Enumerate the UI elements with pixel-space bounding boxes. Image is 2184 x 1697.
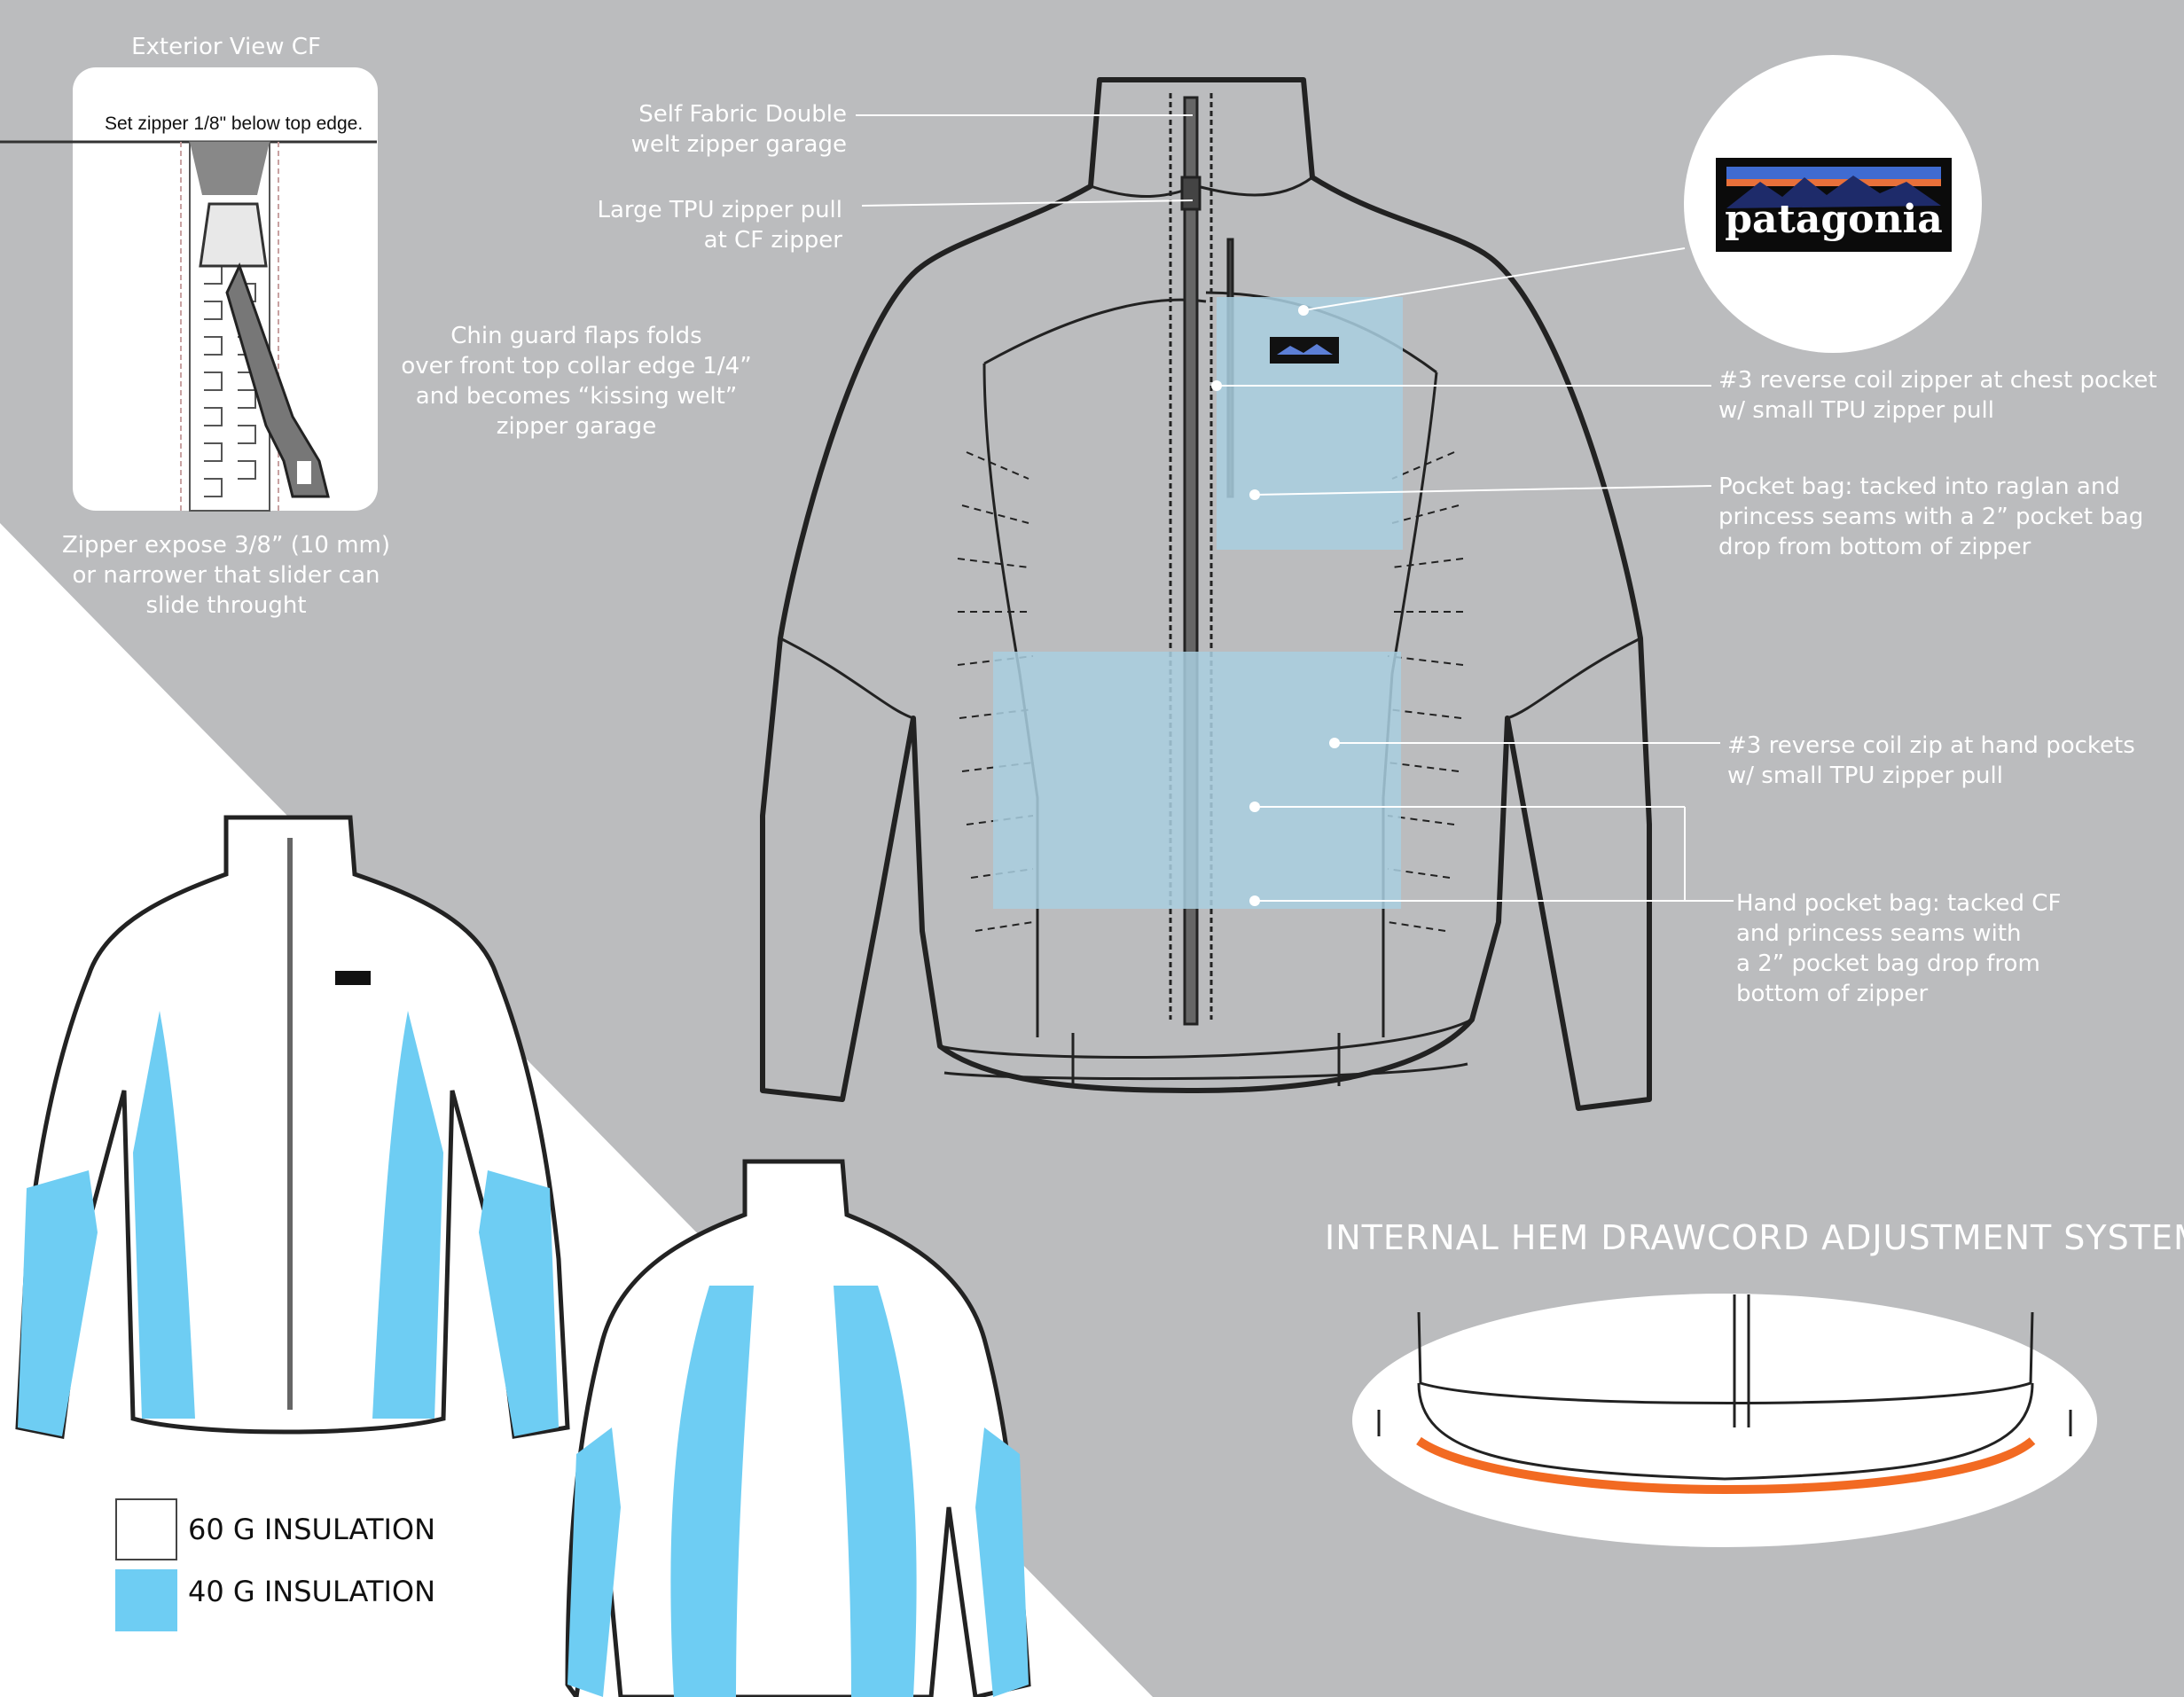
chest-pocket-bag [1217, 297, 1403, 550]
exterior-view-title: Exterior View CF [131, 34, 321, 60]
hem-drawcord-title: INTERNAL HEM DRAWCORD ADJUSTMENT SYSTEM: [1325, 1218, 2184, 1257]
back-insulation-jacket [565, 1159, 1031, 1697]
zipper-expose-note: Zipper expose 3/8” (10 mm) or narrower t… [61, 532, 390, 619]
legend-swatch-40g [115, 1569, 177, 1631]
logo-brand-text: patagonia [1725, 197, 1942, 242]
drawcord [1416, 1436, 2036, 1495]
self-fabric-garage-note: Self Fabric Double welt zipper garage [630, 101, 847, 158]
chest-zipper-note: #3 reverse coil zipper at chest pocket w… [1718, 367, 2157, 424]
legend-label-40g: 40 G INSULATION [188, 1575, 436, 1608]
chin-guard-note: Chin guard flaps folds over front top co… [401, 323, 752, 440]
main-jacket-seams [779, 93, 1641, 1086]
hand-pocket-bag [993, 652, 1401, 909]
front-insulation-jacket [15, 815, 570, 1439]
zipper-top-note: Set zipper 1/8" below top edge. [105, 113, 364, 134]
patagonia-logo-badge [1684, 55, 1982, 353]
tpu-zipper-pull-note: Large TPU zipper pull at CF zipper [597, 197, 842, 254]
hand-pocket-bag-note: Hand pocket bag: tacked CF and princess … [1736, 890, 2062, 1007]
main-jacket-flat [760, 77, 1652, 1111]
pocket-bag-note: Pocket bag: tacked into raglan and princ… [1718, 473, 2144, 560]
legend-swatch-60g [115, 1498, 177, 1560]
hand-zipper-note: #3 reverse coil zip at hand pockets w/ s… [1727, 732, 2135, 789]
leader-lines [856, 114, 1734, 902]
chest-logo-patch [1270, 337, 1339, 364]
leader-dots [1211, 305, 1340, 906]
zipper-detail-inset [0, 67, 378, 512]
legend-label-60g: 60 G INSULATION [188, 1513, 436, 1546]
hem-drawcord-detail [1352, 1294, 2097, 1547]
